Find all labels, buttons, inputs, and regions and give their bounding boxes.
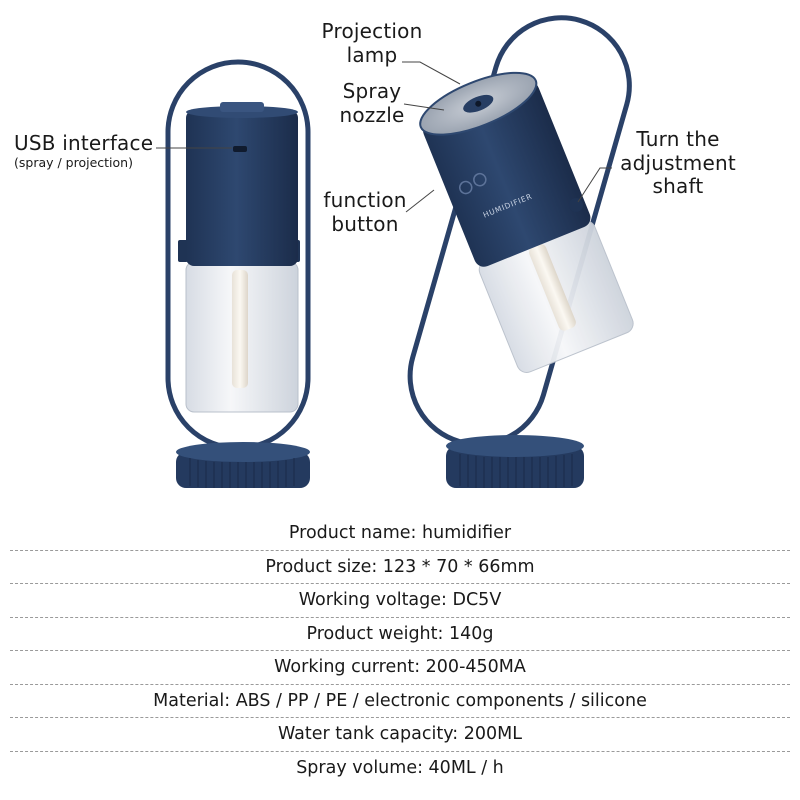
spray-nozzle-label-line2: nozzle: [339, 102, 405, 127]
left-device-body: [186, 110, 298, 266]
left-base-top: [176, 442, 310, 462]
adjustment-shaft-callout: Turn the adjustment shaft: [608, 127, 748, 199]
spray-nozzle-hole: [475, 100, 482, 107]
usb-port: [233, 146, 247, 152]
left-base: [176, 452, 310, 488]
right-humidifier: HUMIDIFIER: [402, 15, 634, 488]
adjustment-shaft-label-line1: Turn the: [636, 127, 720, 151]
adjustment-shaft-knob: [569, 198, 583, 212]
spec-working-voltage: Working voltage: DC5V: [10, 584, 790, 618]
spec-spray-volume: Spray volume: 40ML / h: [296, 757, 504, 778]
spray-nozzle-callout: Spray nozzle: [324, 79, 420, 127]
spray-nozzle-label-line1: Spray: [342, 79, 402, 103]
projection-lamp-leader: [402, 61, 461, 85]
function-button-callout: function button: [308, 188, 422, 236]
product-illustration: HUMIDIFIER: [156, 15, 634, 488]
usb-interface-sublabel: (spray / projection): [14, 154, 133, 170]
projection-lamp-callout: Projection lamp: [312, 19, 432, 67]
spec-working-current: Working current: 200-450MA: [10, 651, 790, 685]
spec-water-tank-capacity: Water tank capacity: 200ML: [10, 718, 790, 752]
right-base-ribs: [459, 454, 573, 488]
adjustment-shaft-label-line2: adjustment: [620, 150, 736, 175]
function-button-2: [473, 172, 487, 187]
spray-nozzle-leader: [403, 103, 445, 111]
function-button-1: [458, 180, 473, 195]
right-base: [446, 446, 584, 488]
left-pivot-left: [178, 240, 188, 262]
function-button-leader: [405, 189, 435, 213]
adjustment-shaft-label-line3: shaft: [652, 174, 704, 199]
spec-product-size: Product size: 123 * 70 * 66mm: [10, 551, 790, 584]
specifications-list: Product name: humidifier Product size: 1…: [0, 517, 800, 785]
spec-product-weight: Product weight: 140g: [10, 618, 790, 651]
projection-lamp-label-line2: lamp: [346, 42, 398, 67]
spec-material: Material: ABS / PP / PE / electronic com…: [10, 685, 790, 718]
spec-product-name: Product name: humidifier: [10, 517, 790, 551]
right-wick: [529, 244, 576, 331]
usb-interface-callout: USB interface (spray / projection): [14, 131, 154, 170]
projection-lamp-label-line1: Projection: [321, 19, 423, 43]
function-button-label-line1: function: [323, 188, 407, 212]
left-base-ribs: [189, 458, 295, 488]
left-top-cap: [220, 102, 264, 112]
left-wick: [232, 270, 248, 388]
usb-interface-label: USB interface: [14, 131, 154, 155]
adjustment-shaft-leader: [577, 167, 612, 203]
function-button-label-line2: button: [331, 211, 399, 236]
left-humidifier: [156, 59, 311, 488]
right-base-top: [446, 435, 584, 457]
